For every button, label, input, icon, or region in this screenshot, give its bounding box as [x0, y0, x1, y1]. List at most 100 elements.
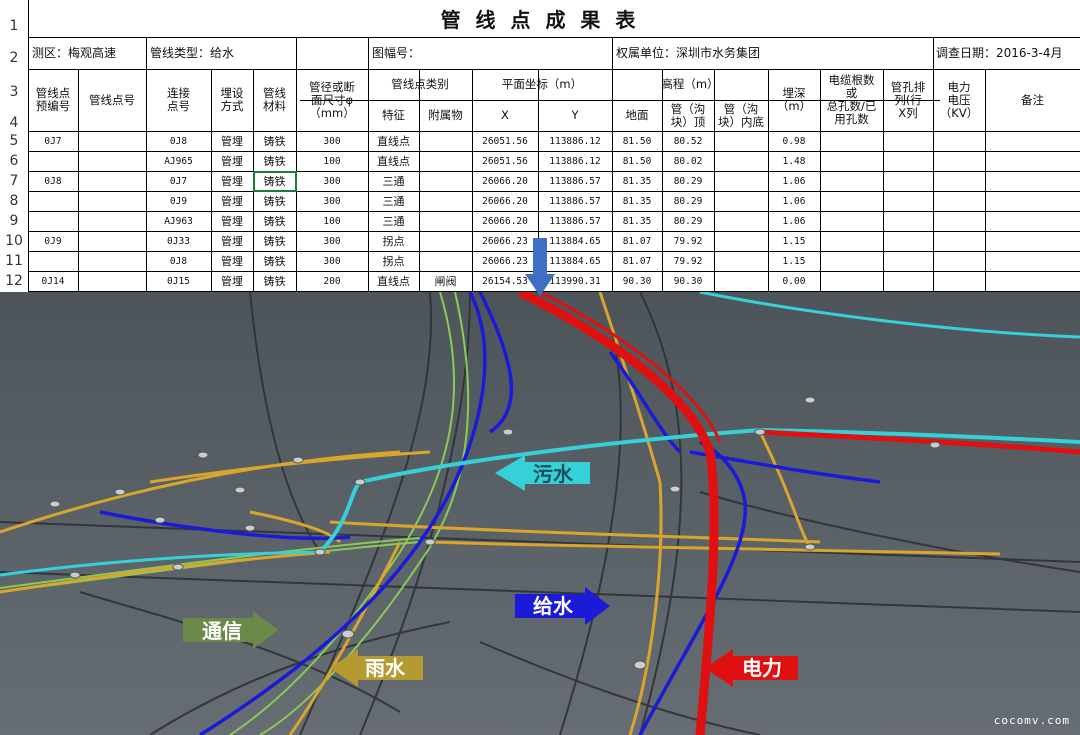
table-cell-depth[interactable]: 0.98: [768, 131, 820, 151]
table-cell-feat[interactable]: 三通: [368, 211, 419, 231]
table-cell-mode[interactable]: 管埋: [211, 131, 253, 151]
table-cell-feat[interactable]: 三通: [368, 191, 419, 211]
table-cell-pt[interactable]: [78, 171, 146, 191]
table-cell-conn[interactable]: AJ965: [146, 151, 211, 171]
table-cell-depth[interactable]: 1.15: [768, 251, 820, 271]
table-cell-att[interactable]: [419, 251, 472, 271]
table-cell-pre[interactable]: [28, 151, 78, 171]
table-cell-mat[interactable]: 铸铁: [253, 191, 296, 211]
table-cell-feat[interactable]: 直线点: [368, 131, 419, 151]
table-cell-depth[interactable]: 1.06: [768, 211, 820, 231]
table-cell-att[interactable]: 闸阀: [419, 271, 472, 291]
table-cell-mode[interactable]: 管埋: [211, 231, 253, 251]
table-cell-dia[interactable]: 300: [296, 191, 368, 211]
table-cell-x[interactable]: 26051.56: [472, 151, 538, 171]
table-cell-pt[interactable]: [78, 211, 146, 231]
table-cell-top[interactable]: 80.52: [662, 131, 714, 151]
table-cell-pre[interactable]: [28, 251, 78, 271]
table-cell-feat[interactable]: 拐点: [368, 231, 419, 251]
table-cell-y[interactable]: 113884.65: [538, 231, 612, 251]
table-cell-depth[interactable]: 1.48: [768, 151, 820, 171]
table-cell-top[interactable]: 90.30: [662, 271, 714, 291]
table-cell-x[interactable]: 26066.20: [472, 211, 538, 231]
table-cell-pt[interactable]: [78, 131, 146, 151]
table-cell-depth[interactable]: 1.06: [768, 171, 820, 191]
table-cell-y[interactable]: 113886.12: [538, 151, 612, 171]
table-cell-pre[interactable]: [28, 211, 78, 231]
table-cell-att[interactable]: [419, 211, 472, 231]
table-cell-bottom[interactable]: [714, 171, 768, 191]
table-cell-dia[interactable]: 300: [296, 171, 368, 191]
table-cell-top[interactable]: 80.29: [662, 211, 714, 231]
table-cell-dia[interactable]: 300: [296, 251, 368, 271]
table-cell-mat[interactable]: 铸铁: [253, 151, 296, 171]
table-cell-top[interactable]: 79.92: [662, 251, 714, 271]
table-cell-att[interactable]: [419, 231, 472, 251]
table-cell-mode[interactable]: 管埋: [211, 271, 253, 291]
table-cell-mode[interactable]: 管埋: [211, 211, 253, 231]
table-cell-mode[interactable]: 管埋: [211, 151, 253, 171]
table-cell-y[interactable]: 113886.57: [538, 211, 612, 231]
table-cell-conn[interactable]: 0J33: [146, 231, 211, 251]
table-cell-feat[interactable]: 三通: [368, 171, 419, 191]
table-cell-bottom[interactable]: [714, 271, 768, 291]
table-cell-x[interactable]: 26066.20: [472, 171, 538, 191]
table-cell-conn[interactable]: 0J9: [146, 191, 211, 211]
table-cell-att[interactable]: [419, 171, 472, 191]
table-cell-mat[interactable]: 铸铁: [253, 251, 296, 271]
table-cell-depth[interactable]: 0.00: [768, 271, 820, 291]
table-cell-x[interactable]: 26066.20: [472, 191, 538, 211]
table-cell-dia[interactable]: 300: [296, 131, 368, 151]
table-cell-x[interactable]: 26154.53: [472, 271, 538, 291]
table-cell-pre[interactable]: 0J7: [28, 131, 78, 151]
table-cell-bottom[interactable]: [714, 231, 768, 251]
table-cell-mode[interactable]: 管埋: [211, 171, 253, 191]
table-cell-bottom[interactable]: [714, 191, 768, 211]
table-cell-y[interactable]: 113884.65: [538, 251, 612, 271]
table-cell-top[interactable]: 79.92: [662, 231, 714, 251]
table-cell-ground[interactable]: 81.50: [612, 151, 662, 171]
table-cell-att[interactable]: [419, 131, 472, 151]
table-cell-conn[interactable]: 0J15: [146, 271, 211, 291]
table-cell-bottom[interactable]: [714, 211, 768, 231]
table-cell-feat[interactable]: 直线点: [368, 271, 419, 291]
table-cell-ground[interactable]: 81.50: [612, 131, 662, 151]
table-cell-y[interactable]: 113886.57: [538, 191, 612, 211]
table-cell-pt[interactable]: [78, 191, 146, 211]
table-cell-top[interactable]: 80.29: [662, 171, 714, 191]
table-cell-y[interactable]: 113886.12: [538, 131, 612, 151]
table-cell-pt[interactable]: [78, 271, 146, 291]
table-cell-pt[interactable]: [78, 251, 146, 271]
table-cell-bottom[interactable]: [714, 151, 768, 171]
table-cell-depth[interactable]: 1.06: [768, 191, 820, 211]
table-cell-pre[interactable]: 0J14: [28, 271, 78, 291]
table-cell-mat[interactable]: 铸铁: [253, 131, 296, 151]
table-cell-feat[interactable]: 直线点: [368, 151, 419, 171]
table-cell-pre[interactable]: 0J8: [28, 171, 78, 191]
table-cell-mat[interactable]: 铸铁: [253, 271, 296, 291]
table-cell-ground[interactable]: 81.35: [612, 171, 662, 191]
table-cell-feat[interactable]: 拐点: [368, 251, 419, 271]
table-cell-y[interactable]: 113990.31: [538, 271, 612, 291]
table-cell-depth[interactable]: 1.15: [768, 231, 820, 251]
table-cell-x[interactable]: 26066.23: [472, 231, 538, 251]
table-cell-bottom[interactable]: [714, 251, 768, 271]
table-cell-dia[interactable]: 300: [296, 231, 368, 251]
table-cell-x[interactable]: 26051.56: [472, 131, 538, 151]
table-cell-mat[interactable]: 铸铁: [253, 231, 296, 251]
table-cell-dia[interactable]: 200: [296, 271, 368, 291]
table-cell-mode[interactable]: 管埋: [211, 251, 253, 271]
table-cell-y[interactable]: 113886.57: [538, 171, 612, 191]
table-cell-ground[interactable]: 81.07: [612, 231, 662, 251]
table-cell-conn[interactable]: 0J8: [146, 131, 211, 151]
table-cell-ground[interactable]: 81.07: [612, 251, 662, 271]
table-cell-x[interactable]: 26066.23: [472, 251, 538, 271]
table-cell-top[interactable]: 80.02: [662, 151, 714, 171]
table-cell-pt[interactable]: [78, 231, 146, 251]
table-cell-dia[interactable]: 100: [296, 211, 368, 231]
table-cell-pt[interactable]: [78, 151, 146, 171]
table-cell-mode[interactable]: 管埋: [211, 191, 253, 211]
table-cell-att[interactable]: [419, 191, 472, 211]
table-cell-conn[interactable]: 0J7: [146, 171, 211, 191]
table-cell-pre[interactable]: [28, 191, 78, 211]
